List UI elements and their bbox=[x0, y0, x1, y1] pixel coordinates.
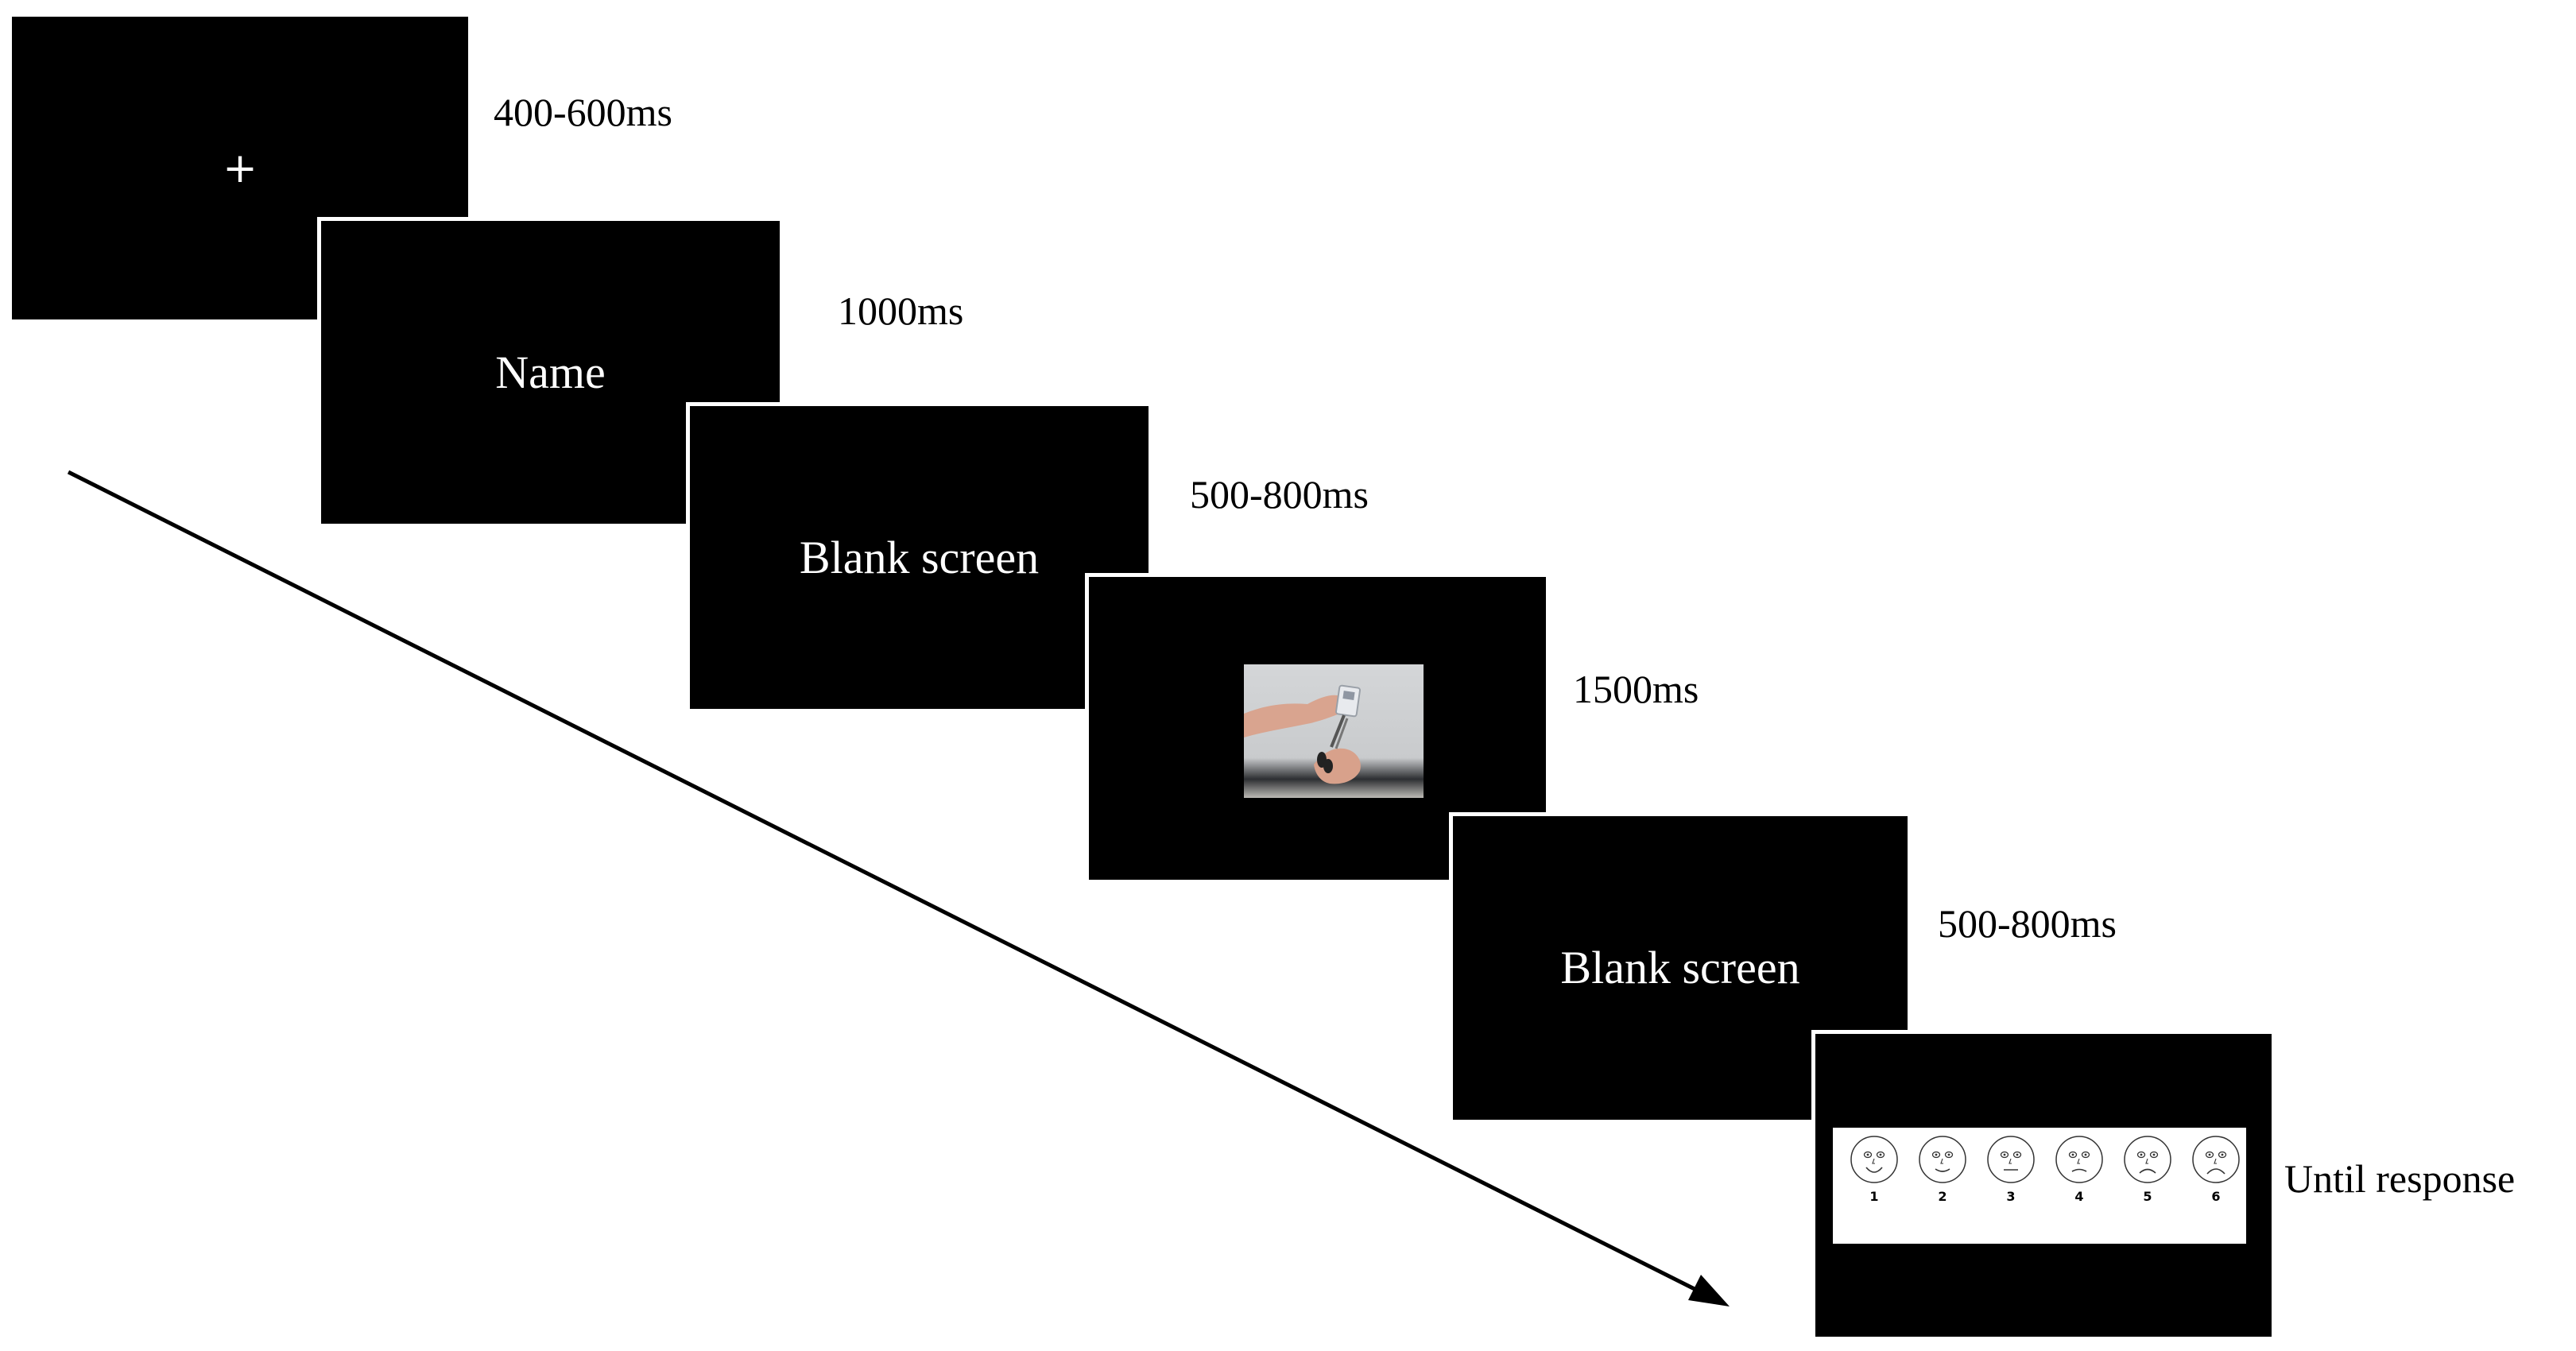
rating-option-1: 1 bbox=[1842, 1134, 1906, 1203]
name-screen-label: Name bbox=[495, 346, 606, 398]
neutral-face-icon bbox=[1987, 1136, 2035, 1183]
very-sad-face-icon bbox=[2192, 1136, 2240, 1183]
time-arrow-line bbox=[67, 470, 1702, 1295]
blank-screen-1: Blank screen bbox=[686, 402, 1152, 713]
time-arrow-head bbox=[1688, 1275, 1730, 1306]
blank-screen-2-label: Blank screen bbox=[1560, 942, 1800, 993]
rating-scale-panel: 1 2 3 4 5 6 bbox=[1833, 1128, 2246, 1244]
rating-option-number: 1 bbox=[1869, 1189, 1879, 1204]
name-timing: 1000ms bbox=[838, 288, 964, 333]
fixation-timing: 400-600ms bbox=[494, 90, 672, 134]
rating-option-number: 3 bbox=[2006, 1189, 2016, 1204]
stimulus-timing: 1500ms bbox=[1573, 667, 1699, 711]
rating-option-number: 6 bbox=[2211, 1189, 2221, 1204]
rating-option-6: 6 bbox=[2184, 1134, 2248, 1203]
fixation-cross: + bbox=[223, 144, 258, 192]
rating-option-2: 2 bbox=[1911, 1134, 1974, 1203]
rating-option-number: 2 bbox=[1938, 1189, 1947, 1204]
blank-screen-1-label: Blank screen bbox=[799, 531, 1040, 583]
rating-option-5: 5 bbox=[2116, 1134, 2179, 1203]
stimulus-photo bbox=[1244, 664, 1424, 798]
rating-option-3: 3 bbox=[1979, 1134, 2043, 1203]
rating-option-number: 5 bbox=[2143, 1189, 2152, 1204]
very-happy-face-icon bbox=[1850, 1136, 1898, 1183]
hands-scissors-illustration bbox=[1244, 684, 1361, 784]
rating-option-number: 4 bbox=[2074, 1189, 2084, 1204]
sad-face-icon bbox=[2124, 1136, 2171, 1183]
happy-face-icon bbox=[1919, 1136, 1966, 1183]
rating-option-4: 4 bbox=[2047, 1134, 2111, 1203]
blank-screen-1-timing: 500-800ms bbox=[1190, 472, 1369, 517]
blank-screen-2-timing: 500-800ms bbox=[1938, 901, 2117, 946]
stimulus-screen bbox=[1085, 573, 1550, 884]
rating-timing: Until response bbox=[2284, 1156, 2516, 1201]
rating-screen: 1 2 3 4 5 6 bbox=[1811, 1030, 2276, 1341]
slightly-sad-face-icon bbox=[2055, 1136, 2103, 1183]
